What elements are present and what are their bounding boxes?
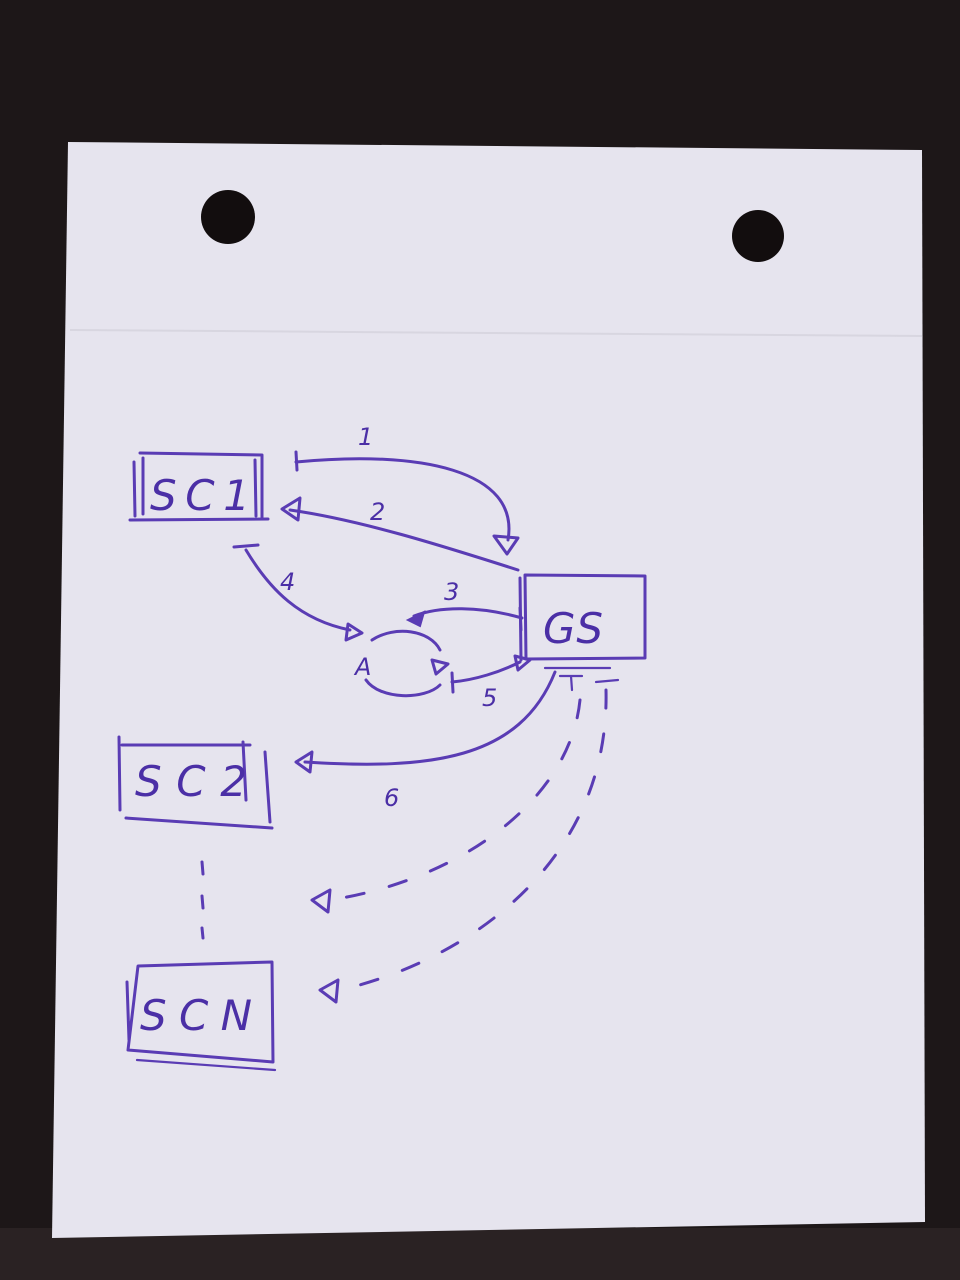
edge-3-arrowhead [405,610,426,628]
node-scn-underline [135,1058,277,1072]
node-sc2-label: SC2 [135,757,247,806]
edge-dashed-scn [318,678,620,1004]
ellipsis-dots: : [200,860,205,940]
edge-4-arrowhead [344,622,364,642]
paper-sheet [52,142,925,1238]
edge-2: 2 [280,496,520,572]
edge-4: 4 [232,543,364,642]
edge-4-tail [232,543,260,549]
edge-2-label: 2 [370,498,385,526]
edge-dashed-ellipsis [310,698,582,914]
edge-3-tail [518,606,523,632]
junction-label: A [353,653,371,681]
edge-3: 3 [405,578,524,632]
node-sc2-box [117,735,274,830]
node-scn: SCN [125,960,277,1072]
edge-4-line [244,548,352,632]
edge-dashed-scn-tail [594,678,620,684]
node-sc2: SC2 [117,735,274,830]
junction-arc-bottom [364,678,442,698]
paper-fold-line [69,329,923,337]
edge-1-line [294,457,511,542]
edge-5-tail [450,671,455,694]
node-gs: GS [518,573,647,670]
edge-6-tail [558,674,584,692]
edge-3-label: 3 [444,578,459,606]
node-gs-label: GS [543,604,603,653]
edge-6-line [303,670,557,766]
node-scn-box [125,960,275,1064]
edge-1-arrowhead [492,534,520,556]
ellipsis-dots-marks [200,860,205,940]
edge-4-label: 4 [280,568,295,596]
node-scn-label: SCN [140,991,252,1040]
edge-6: 6 [294,670,584,812]
junction-arc-top [370,629,442,652]
edge-5-arrowhead [513,654,532,672]
edge-dashed-scn-line [338,688,608,992]
desk-edge [0,1228,960,1280]
edge-5-label: 5 [482,684,497,712]
node-sc1-box [128,451,270,522]
binder-hole-right [732,210,784,262]
edge-dashed-scn-arrowhead [318,978,340,1004]
edge-1-label: 1 [358,423,373,451]
binder-hole-left [201,190,255,244]
junction-arrowhead [430,658,450,676]
edge-1: 1 [294,423,520,556]
edge-2-arrowhead [280,496,302,522]
edge-6-arrowhead [294,750,314,774]
node-junction: A [353,629,442,698]
node-sc1: SC1 [128,451,270,522]
edge-5-line [450,660,522,684]
node-sc1-label: SC1 [150,471,250,520]
edge-1-tail [294,450,299,472]
edge-2-line [288,508,520,572]
edge-6-label: 6 [384,784,399,812]
edge-dashed-ellipsis-arrowhead [310,888,332,914]
edge-5: 5 [430,654,532,712]
